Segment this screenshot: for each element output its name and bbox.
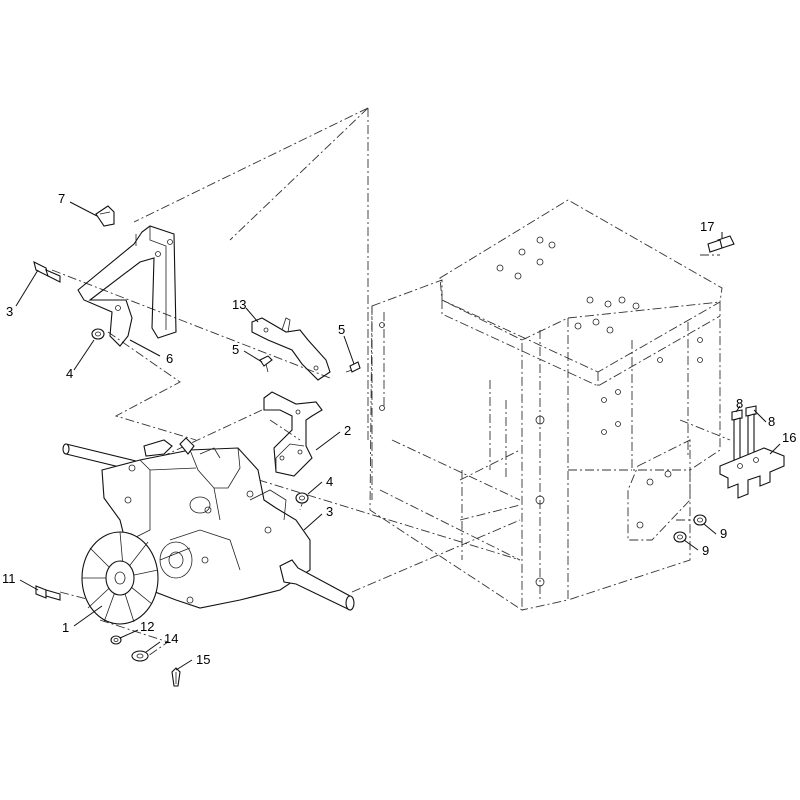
part-transaxle <box>62 437 355 625</box>
alignment-lines <box>51 107 731 657</box>
callout-5: 5 <box>232 342 239 357</box>
callout-3: 3 <box>6 304 13 319</box>
part-nut-upper <box>91 328 105 340</box>
leader-lines <box>15 201 781 671</box>
callout-12: 12 <box>140 619 154 634</box>
callout-16: 16 <box>782 430 796 445</box>
callout-9: 9 <box>702 543 709 558</box>
callout-11: 11 <box>2 571 16 586</box>
part-bolt-8-right <box>745 405 757 459</box>
callout-labels: 1 2 3 3 4 4 5 5 6 7 8 8 9 9 11 12 13 14 … <box>2 191 796 667</box>
part-screw-5 <box>259 355 361 373</box>
callout-1: 1 <box>62 620 69 635</box>
callout-5: 5 <box>338 322 345 337</box>
part-bolt-upper <box>33 260 61 283</box>
cooling-fan <box>81 531 159 625</box>
callout-9: 9 <box>720 526 727 541</box>
callout-3: 3 <box>326 504 333 519</box>
part-bolt-17 <box>707 235 735 253</box>
part-nut-9-upper <box>693 514 707 526</box>
part-clip <box>95 205 115 227</box>
callout-4: 4 <box>326 474 333 489</box>
part-bracket-left <box>77 225 177 347</box>
part-bolt-8-left <box>731 409 743 463</box>
callout-4: 4 <box>66 366 73 381</box>
part-bracket-16 <box>719 447 785 499</box>
part-bracket-13 <box>251 317 331 381</box>
part-bracket-2 <box>263 391 323 477</box>
part-bolt-11 <box>35 585 61 601</box>
callout-13: 13 <box>232 297 246 312</box>
part-nut-right <box>295 492 309 504</box>
callout-7: 7 <box>58 191 65 206</box>
callout-2: 2 <box>344 423 351 438</box>
chassis-frame <box>369 199 723 611</box>
callout-6: 6 <box>166 351 173 366</box>
callout-14: 14 <box>164 631 178 646</box>
callout-8: 8 <box>768 414 775 429</box>
part-nut-9-lower <box>673 531 687 543</box>
callout-8: 8 <box>736 396 743 411</box>
callout-15: 15 <box>196 652 210 667</box>
callout-17: 17 <box>700 219 714 234</box>
part-washer-14 <box>131 650 149 662</box>
part-cotter-pin <box>171 667 181 687</box>
part-nut-12 <box>110 635 122 645</box>
